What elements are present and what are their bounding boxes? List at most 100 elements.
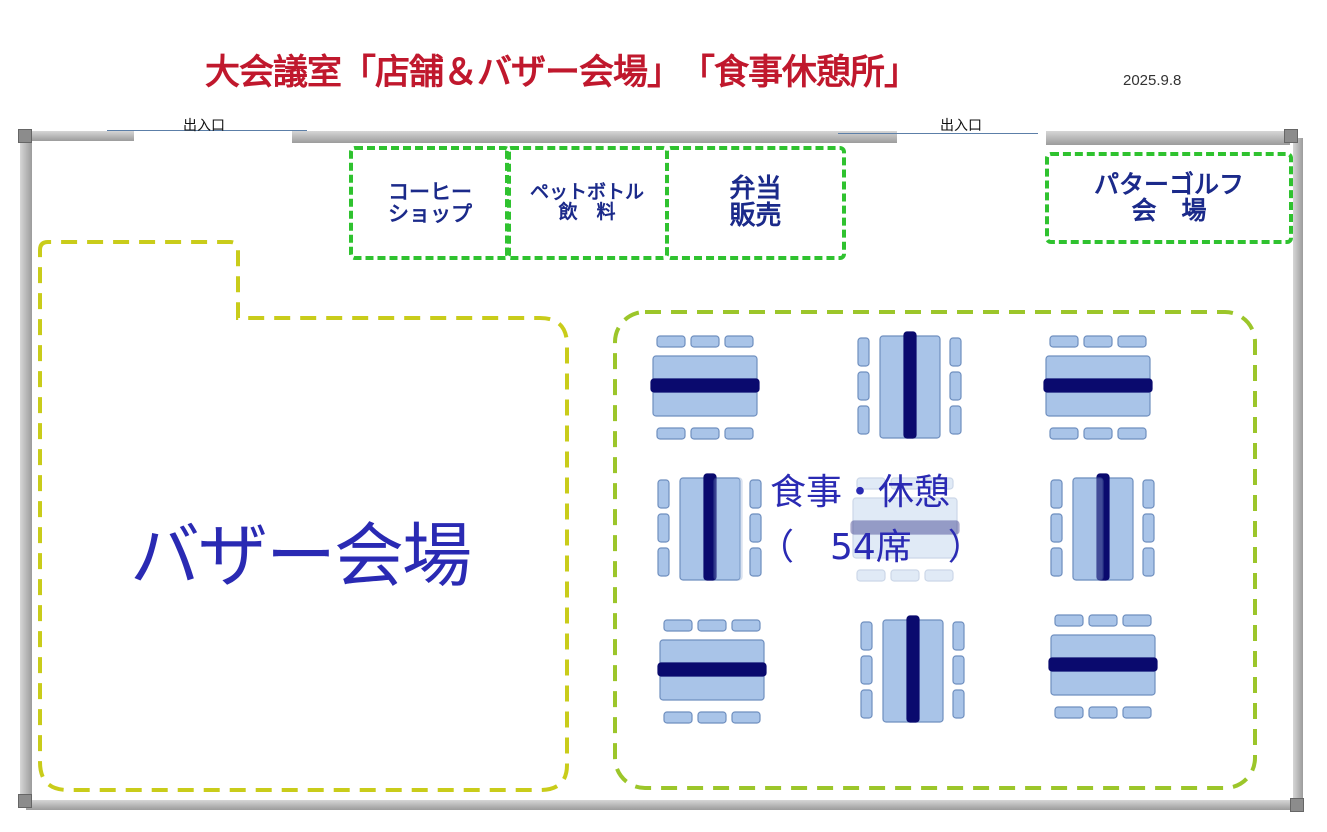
table-divider: [703, 473, 717, 581]
stall-golf-label: パターゴルフ 会 場: [1093, 169, 1244, 225]
chair: [1049, 427, 1079, 440]
chair: [890, 569, 920, 582]
chair: [697, 711, 727, 724]
chair: [1050, 547, 1063, 577]
chair: [1142, 513, 1155, 543]
table-divider: [650, 378, 760, 393]
date-label: 2025.9.8: [1123, 72, 1182, 89]
table-divider: [1043, 378, 1153, 393]
chair: [1117, 335, 1147, 348]
chair: [1142, 547, 1155, 577]
dining-area-outline: [613, 310, 1257, 790]
chair: [731, 711, 761, 724]
stall-bento: 弁当 販売: [665, 146, 846, 260]
chair: [949, 371, 962, 401]
chair: [724, 427, 754, 440]
entrance-left-label: 出入口: [183, 118, 225, 134]
chair: [860, 655, 873, 685]
chair: [1050, 547, 1063, 577]
chair: [1083, 427, 1113, 440]
chair: [656, 335, 686, 348]
entrance-right-label: 出入口: [940, 118, 982, 134]
chair: [749, 547, 762, 577]
bazaar-area-label: バザー会場: [130, 515, 472, 597]
table-divider: [1048, 657, 1158, 672]
table: [852, 497, 958, 559]
wall-left: [20, 138, 32, 804]
chair: [656, 427, 686, 440]
chair: [949, 405, 962, 435]
chair: [890, 477, 920, 490]
stall-drinks-label: ペットボトル 飲 料: [529, 181, 644, 223]
corner-bottom-left: [18, 794, 32, 808]
chair: [1049, 335, 1079, 348]
chair: [1083, 335, 1113, 348]
table-ghost: [1072, 477, 1104, 581]
chair: [952, 621, 965, 651]
chair: [657, 547, 670, 577]
chair: [949, 337, 962, 367]
table-divider: [657, 662, 767, 677]
corner-top-left: [18, 129, 32, 143]
chair: [731, 619, 761, 632]
chair: [657, 479, 670, 509]
chair: [860, 621, 873, 651]
stall-putter-golf: パターゴルフ 会 場: [1045, 152, 1293, 244]
stall-coffee-label: コーヒー ショップ: [388, 179, 472, 226]
chair: [924, 477, 954, 490]
chair: [749, 479, 762, 509]
wall-top-left: [26, 131, 134, 141]
chair: [749, 513, 762, 543]
chair: [663, 711, 693, 724]
chair: [749, 513, 762, 543]
chair: [1050, 513, 1063, 543]
table-divider: [903, 331, 917, 439]
chair: [697, 619, 727, 632]
table-divider: [850, 520, 960, 535]
chair: [1054, 614, 1084, 627]
wall-bottom: [26, 800, 1298, 810]
wall-top-right: [1046, 131, 1290, 145]
chair: [856, 477, 886, 490]
chair: [857, 337, 870, 367]
chair: [952, 689, 965, 719]
chair: [860, 689, 873, 719]
chair: [1050, 479, 1063, 509]
chair: [1117, 427, 1147, 440]
chair: [857, 405, 870, 435]
wall-right: [1293, 138, 1303, 806]
chair: [1142, 479, 1155, 509]
corner-top-right: [1284, 129, 1298, 143]
table-ghost: [713, 477, 743, 581]
entrance-right-door: [838, 133, 1038, 134]
chair: [749, 547, 762, 577]
dining-area-label: 食事・休憩: [770, 472, 951, 513]
chair: [924, 569, 954, 582]
wall-top-middle: [292, 131, 897, 143]
chair: [690, 427, 720, 440]
chair: [857, 371, 870, 401]
chair: [1050, 513, 1063, 543]
chair: [1088, 706, 1118, 719]
entrance-left-door: [107, 130, 307, 131]
stall-bento-label: 弁当 販売: [729, 173, 782, 231]
bazaar-area-outline: [38, 240, 569, 792]
chair: [1050, 479, 1063, 509]
chair: [749, 479, 762, 509]
page-title: 大会議室「店舗＆バザー会場」 「食事休憩所」: [205, 53, 919, 93]
chair: [657, 513, 670, 543]
chair: [856, 569, 886, 582]
dining-capacity-label: （ 54席 ）: [758, 527, 984, 568]
chair: [952, 655, 965, 685]
chair: [1088, 614, 1118, 627]
chair: [724, 335, 754, 348]
chair: [1122, 614, 1152, 627]
corner-bottom-right: [1290, 798, 1304, 812]
chair: [1122, 706, 1152, 719]
table-divider: [906, 615, 920, 723]
chair: [1054, 706, 1084, 719]
chair: [663, 619, 693, 632]
table-divider: [1096, 473, 1110, 581]
stall-coffee-shop: コーヒー ショップ: [349, 146, 511, 260]
